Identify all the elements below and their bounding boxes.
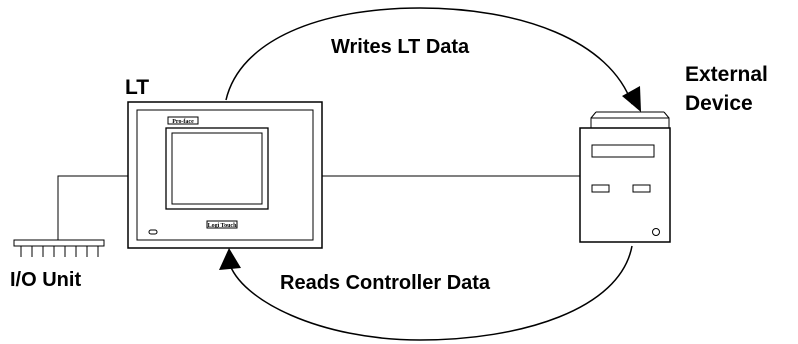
reads-arrow: [228, 245, 633, 341]
io-connector-bar: [13, 239, 105, 247]
device-top-cap: [590, 117, 670, 129]
lt-led: [148, 229, 158, 235]
io-wire: [57, 175, 128, 240]
lt-label: LT: [125, 76, 149, 99]
device-slot-right: [632, 184, 651, 193]
device-display: [591, 144, 655, 158]
device-power-led: [652, 228, 660, 236]
external-label-line2: Device: [685, 92, 753, 115]
io-unit-label: I/O Unit: [10, 269, 81, 291]
writes-label: Writes LT Data: [331, 36, 470, 58]
device-slot-left: [591, 184, 610, 193]
writes-arrowhead: [622, 86, 641, 112]
external-device: [579, 111, 671, 243]
lt-brand-badge: [167, 116, 199, 125]
io-unit: [13, 175, 128, 257]
lt-screen-inner: [171, 132, 263, 205]
lt-brand-top: Pro-face: [172, 119, 194, 125]
writes-arrow: [225, 7, 633, 105]
io-pins: [20, 246, 99, 257]
lt-brand-bottom: Logi Touch: [208, 223, 238, 229]
device-top-edge: [590, 111, 597, 119]
device-top-edge-2: [663, 111, 670, 119]
lt-logo-badge: [206, 220, 238, 229]
lt-unit: Pro-face Logi Touch: [127, 101, 323, 249]
external-label-line1: External: [685, 63, 768, 86]
reads-arrowhead: [219, 248, 241, 270]
reads-label: Reads Controller Data: [280, 272, 491, 294]
